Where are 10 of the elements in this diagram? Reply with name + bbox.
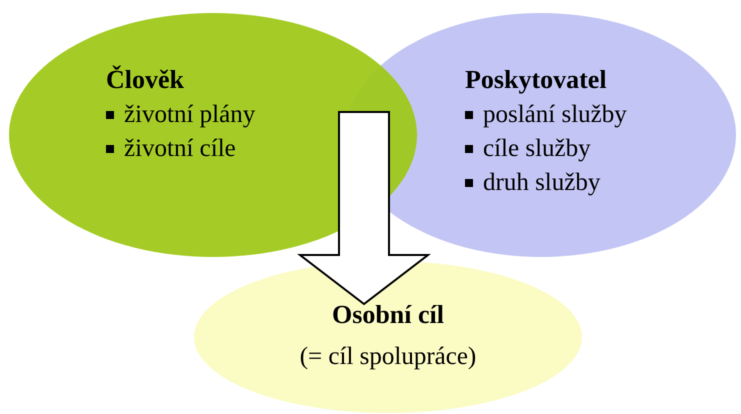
list-item: poslání služby [483, 100, 627, 130]
list-item: druh služby [483, 168, 600, 198]
list-item: životní plány [124, 100, 256, 130]
heading: Člověk [106, 64, 184, 96]
note: (= cíl spolupráce) [300, 342, 476, 372]
block-arrow [297, 111, 431, 306]
list-item: životní cíle [124, 134, 236, 164]
heading: Poskytovatel [465, 64, 607, 96]
list-item: cíle služby [483, 134, 591, 164]
heading: Osobní cíl [332, 300, 444, 330]
